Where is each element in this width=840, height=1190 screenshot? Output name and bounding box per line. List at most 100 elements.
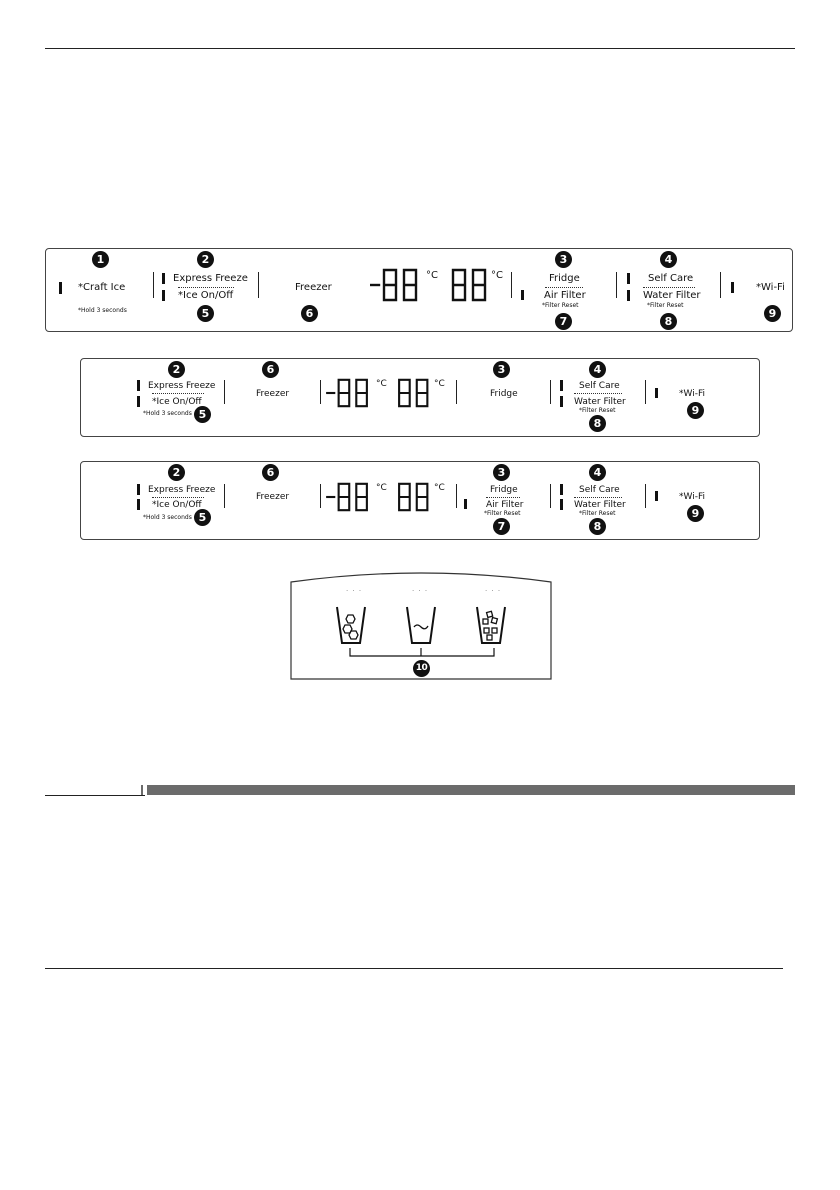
self-care-indicator	[560, 484, 563, 495]
callout-3: 3	[555, 251, 572, 268]
dotted-separator	[643, 287, 695, 288]
freezer-temp-unit: °C	[376, 483, 387, 493]
ice-onoff-indicator	[137, 396, 140, 407]
water-filter-button[interactable]: Water Filter	[574, 397, 626, 407]
express-freeze-indicator	[137, 380, 140, 391]
wifi-indicator	[731, 282, 734, 293]
dotted-separator	[574, 497, 622, 498]
dotted-separator	[152, 393, 204, 394]
air-filter-indicator	[521, 290, 524, 300]
fridge-button[interactable]: Fridge	[549, 273, 580, 284]
control-panel-3	[80, 461, 760, 540]
dispenser-bracket	[349, 648, 495, 657]
self-care-button[interactable]: Self Care	[579, 381, 620, 391]
fridge-temperature-display	[451, 268, 487, 302]
wifi-button[interactable]: *Wi-Fi	[679, 389, 705, 399]
callout-3: 3	[493, 361, 510, 378]
callout-6: 6	[262, 361, 279, 378]
filter-reset-note: *Filter Reset	[647, 302, 684, 309]
callout-4: 4	[589, 464, 606, 481]
fridge-button[interactable]: Fridge	[490, 485, 518, 495]
water-filter-indicator	[560, 499, 563, 510]
callout-2: 2	[168, 464, 185, 481]
fridge-temp-unit: °C	[491, 270, 503, 281]
wifi-button[interactable]: *Wi-Fi	[756, 282, 785, 293]
filter-reset-note: *Filter Reset	[542, 302, 579, 309]
bottom-rule	[45, 968, 783, 969]
wifi-button[interactable]: *Wi-Fi	[679, 492, 705, 502]
callout-8: 8	[660, 313, 677, 330]
callout-8: 8	[589, 518, 606, 535]
callout-9: 9	[687, 505, 704, 522]
water-icon[interactable]	[405, 605, 437, 645]
freezer-temp-unit: °C	[426, 270, 438, 281]
wifi-indicator	[655, 388, 658, 398]
dispenser-indicator-dots: · · ·	[346, 587, 363, 595]
hold-note: *Hold 3 seconds	[143, 514, 192, 521]
divider	[456, 484, 457, 508]
divider	[645, 484, 646, 508]
air-filter-button[interactable]: Air Filter	[544, 290, 586, 301]
ice-onoff-button[interactable]: *Ice On/Off	[152, 500, 202, 510]
fridge-temperature-display	[398, 378, 429, 408]
freezer-button[interactable]: Freezer	[256, 492, 290, 502]
dispenser-indicator-dots: · · ·	[412, 587, 429, 595]
ice-onoff-indicator	[162, 290, 165, 301]
callout-6: 6	[301, 305, 318, 322]
freezer-button[interactable]: Freezer	[295, 282, 332, 293]
divider	[550, 380, 551, 404]
express-freeze-button[interactable]: Express Freeze	[148, 381, 216, 391]
divider	[456, 380, 457, 404]
cubed-ice-icon[interactable]	[475, 605, 507, 645]
water-filter-indicator	[560, 396, 563, 407]
divider	[720, 272, 721, 298]
water-filter-button[interactable]: Water Filter	[643, 290, 701, 301]
dotted-separator	[178, 287, 234, 288]
divider	[224, 380, 225, 404]
callout-3: 3	[493, 464, 510, 481]
air-filter-indicator	[464, 499, 467, 509]
dotted-separator	[574, 393, 622, 394]
callout-4: 4	[660, 251, 677, 268]
callout-5: 5	[194, 406, 211, 423]
express-freeze-button[interactable]: Express Freeze	[173, 273, 248, 284]
filter-reset-note: *Filter Reset	[579, 407, 616, 414]
freezer-temperature-display	[326, 482, 368, 512]
callout-9: 9	[764, 305, 781, 322]
filter-reset-note: *Filter Reset	[484, 510, 521, 517]
dispenser-indicator-dots: · · ·	[485, 587, 502, 595]
craft-ice-button[interactable]: *Craft Ice	[78, 282, 126, 293]
ice-onoff-button[interactable]: *Ice On/Off	[178, 290, 234, 301]
fridge-temp-unit: °C	[434, 379, 445, 389]
crushed-ice-icon[interactable]	[335, 605, 367, 645]
divider	[550, 484, 551, 508]
callout-8: 8	[589, 415, 606, 432]
express-freeze-indicator	[137, 484, 140, 495]
callout-5: 5	[197, 305, 214, 322]
air-filter-button[interactable]: Air Filter	[486, 500, 524, 510]
divider	[153, 272, 154, 298]
divider	[320, 484, 321, 508]
water-filter-button[interactable]: Water Filter	[574, 500, 626, 510]
callout-9: 9	[687, 402, 704, 419]
callout-7: 7	[493, 518, 510, 535]
craft-ice-indicator	[59, 282, 62, 294]
callout-2: 2	[197, 251, 214, 268]
freezer-temperature-display	[326, 378, 368, 408]
express-freeze-button[interactable]: Express Freeze	[148, 485, 216, 495]
divider	[320, 380, 321, 404]
callout-7: 7	[555, 313, 572, 330]
section-header-bar	[147, 785, 795, 795]
self-care-button[interactable]: Self Care	[648, 273, 694, 284]
dotted-separator	[545, 287, 583, 288]
fridge-button[interactable]: Fridge	[490, 389, 518, 399]
ice-onoff-button[interactable]: *Ice On/Off	[152, 397, 202, 407]
dotted-separator	[486, 497, 520, 498]
callout-5: 5	[194, 509, 211, 526]
fridge-temp-unit: °C	[434, 483, 445, 493]
self-care-button[interactable]: Self Care	[579, 485, 620, 495]
freezer-button[interactable]: Freezer	[256, 389, 290, 399]
wifi-indicator	[655, 491, 658, 501]
divider	[258, 272, 259, 298]
water-filter-indicator	[627, 290, 630, 301]
